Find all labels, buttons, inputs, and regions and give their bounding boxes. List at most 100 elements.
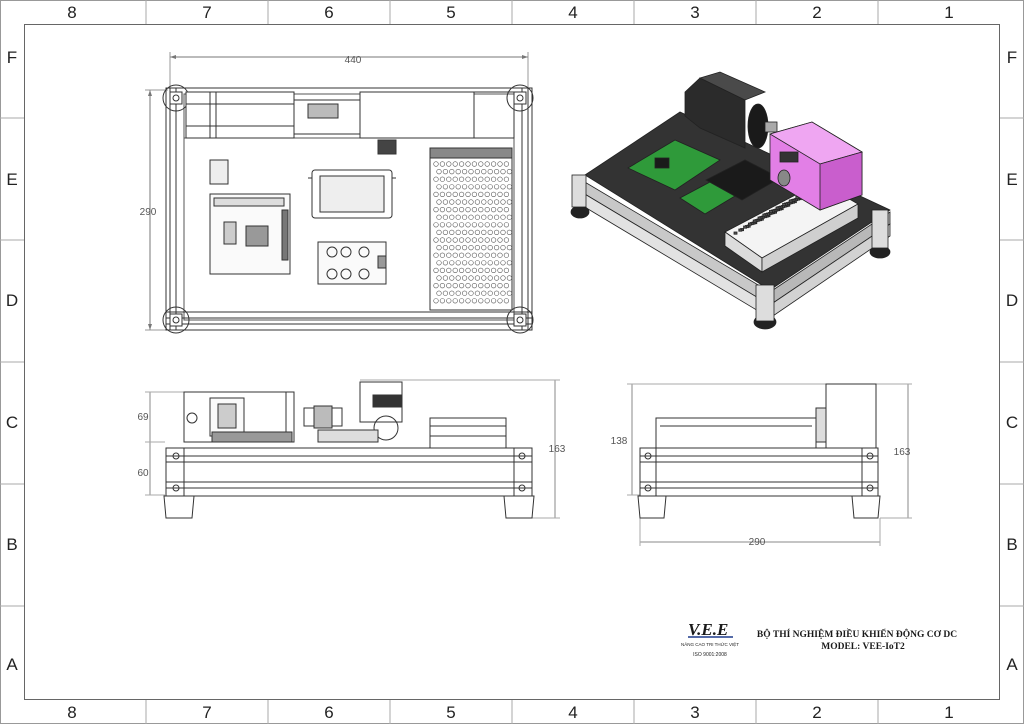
vent-hole (439, 283, 446, 289)
vent-hole (484, 283, 490, 289)
vent-hole (506, 229, 513, 235)
front-foot-right (503, 495, 535, 519)
top-encoder-housing (359, 91, 475, 139)
vent-hole (497, 283, 503, 289)
vent-hole (497, 191, 503, 197)
vent-hole (487, 229, 493, 235)
top-foot-bl (162, 306, 190, 334)
vent-hole (484, 298, 490, 304)
vent-hole (462, 245, 468, 251)
vent-hole (478, 283, 484, 289)
vent-hole (484, 191, 490, 197)
vent-hole (484, 222, 490, 228)
vent-hole (439, 252, 446, 258)
vent-hole (433, 283, 439, 289)
vent-hole (500, 169, 506, 175)
iso-vent-hole (738, 228, 743, 232)
vent-hole (494, 275, 500, 281)
vent-hole (465, 283, 471, 289)
iso-vent-hole (782, 203, 786, 207)
vent-hole (436, 184, 442, 190)
iso-foot-1 (570, 205, 590, 219)
vent-hole (497, 161, 503, 167)
vent-hole (503, 176, 510, 182)
title-block: V.E.E NĂNG CAO TRI THỨC VIỆT ISO 9001:20… (681, 620, 957, 658)
vent-hole (449, 214, 455, 220)
zone-col-6: 6 (324, 3, 333, 22)
vent-hole (478, 267, 484, 274)
dim-label-top-width: 440 (345, 55, 362, 66)
vent-hole (478, 191, 484, 197)
drawing-model: MODEL: VEE-IoT2 (821, 642, 905, 652)
vent-hole (500, 275, 506, 281)
zone-col-5-bottom: 5 (446, 703, 455, 722)
vent-hole (433, 222, 439, 228)
vent-hole (442, 260, 449, 266)
zone-col-7-bottom: 7 (202, 703, 211, 722)
vent-hole (452, 298, 458, 304)
vent-hole (439, 207, 446, 213)
vent-hole (455, 184, 461, 190)
vent-hole (503, 298, 510, 304)
vent-hole (452, 161, 458, 167)
vent-hole (497, 267, 503, 274)
vent-hole (500, 245, 506, 251)
vent-hole (455, 290, 461, 296)
top-foot-br (506, 306, 534, 334)
vent-hole (506, 184, 513, 190)
vent-hole (503, 252, 510, 258)
vent-hole (494, 245, 500, 251)
side-power-supply (655, 417, 817, 449)
vent-hole (491, 237, 497, 243)
zone-col-2-bottom: 2 (812, 703, 821, 722)
vent-hole (446, 222, 452, 228)
vent-hole (471, 222, 478, 228)
vent-hole (452, 176, 458, 182)
vent-hole (494, 199, 500, 205)
front-knob (373, 415, 399, 441)
vent-hole (465, 298, 471, 304)
zone-col-1: 1 (944, 3, 953, 22)
vent-hole (487, 260, 493, 266)
front-frame (165, 447, 533, 497)
dim-label-front-lower: 60 (137, 468, 149, 479)
vent-hole (478, 237, 484, 243)
zone-col-2: 2 (812, 3, 821, 22)
front-view (145, 379, 560, 519)
vent-hole (455, 214, 461, 220)
vent-hole (439, 176, 446, 182)
vent-hole (474, 290, 481, 296)
zone-labels-bottom: 8 7 6 5 4 3 2 1 (67, 703, 953, 722)
vent-hole (452, 237, 458, 243)
front-power-supply (429, 417, 507, 449)
vent-hole (484, 161, 490, 167)
top-power-supply (429, 147, 513, 311)
vent-hole (497, 298, 503, 304)
vent-hole (503, 191, 510, 197)
vent-hole (497, 176, 503, 182)
top-driver-board (317, 241, 387, 285)
vent-hole (442, 229, 449, 235)
vent-hole (465, 161, 471, 167)
vent-hole (471, 237, 478, 243)
vent-hole (433, 207, 439, 213)
zone-col-4-bottom: 4 (568, 703, 577, 722)
vent-hole (459, 267, 465, 274)
vent-hole (478, 222, 484, 228)
side-view (627, 383, 912, 546)
vent-hole (503, 207, 510, 213)
vent-hole (468, 199, 474, 205)
vent-hole (506, 260, 513, 266)
vent-hole (452, 252, 458, 258)
vent-hole (497, 252, 503, 258)
vent-hole (503, 222, 510, 228)
zone-col-3-bottom: 3 (690, 703, 699, 722)
vent-hole (484, 176, 490, 182)
vent-hole (436, 245, 442, 251)
vent-hole (459, 191, 465, 197)
dim-label-side-height: 138 (611, 436, 628, 447)
vent-hole (474, 245, 481, 251)
company-logo: V.E.E (688, 620, 728, 639)
vent-hole (455, 245, 461, 251)
zone-col-4: 4 (568, 3, 577, 22)
